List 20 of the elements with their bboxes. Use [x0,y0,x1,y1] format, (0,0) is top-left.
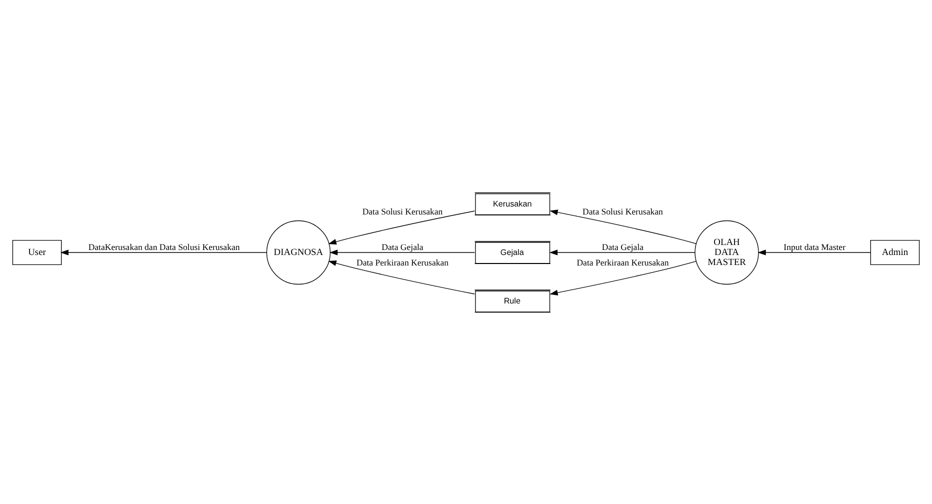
edge-label: Data Solusi Kerusakan [582,206,663,216]
arrow [550,209,696,244]
edge-label: DataKerusakan dan Data Solusi Kerusakan [88,242,240,252]
arrow [330,249,475,255]
arrow [550,260,696,295]
edge-label: Data Solusi Kerusakan [362,206,443,216]
arrow [60,249,268,255]
node-box: User [12,240,62,264]
node-circle: OLAH DATA MASTER [694,220,759,284]
edge-label: Data Gejala [382,242,424,252]
edge-label: Data Perkiraan Kerusakan [356,257,448,268]
edge-label: Data Gejala [602,242,644,252]
arrow [758,249,871,255]
node-circle: DIAGNOSA [266,220,331,284]
node-box: Admin [870,240,920,264]
edge-label: Data Perkiraan Kerusakan [576,257,669,268]
arrow [549,249,696,255]
arrow [328,260,475,294]
edge-label: Input data Master [784,242,846,252]
arrow [328,210,475,244]
